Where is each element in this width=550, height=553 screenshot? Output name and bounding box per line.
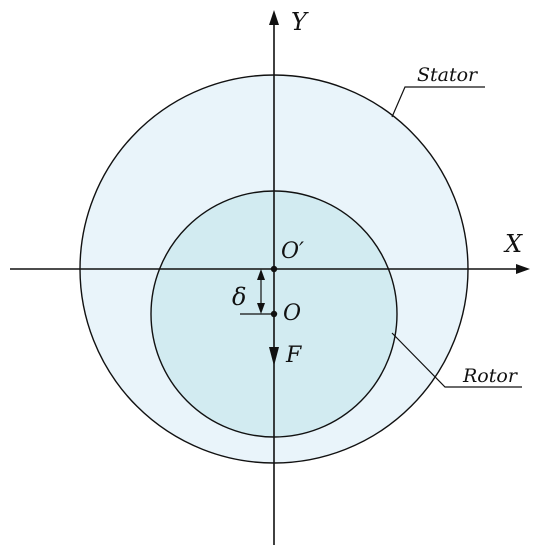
x-axis-arrowhead bbox=[516, 264, 530, 274]
eccentricity-arrowhead-bottom bbox=[257, 303, 265, 314]
y-axis-label: Y bbox=[291, 8, 309, 36]
force-arrowhead bbox=[269, 347, 279, 366]
x-axis-label: X bbox=[503, 230, 523, 258]
stator-leader-line bbox=[391, 86, 485, 118]
rotor-label: Rotor bbox=[462, 365, 519, 387]
eccentricity-arrowhead-top bbox=[257, 269, 265, 280]
rotor-center-label: O bbox=[283, 301, 301, 326]
force-label: F bbox=[285, 343, 302, 368]
rotor-leader-line bbox=[391, 332, 522, 388]
y-axis-arrowhead bbox=[269, 10, 279, 25]
stator-center-label: O′ bbox=[281, 239, 304, 264]
stator-label: Stator bbox=[417, 64, 479, 86]
stator-center-point bbox=[270, 265, 278, 273]
eccentricity-label: δ bbox=[232, 283, 246, 311]
